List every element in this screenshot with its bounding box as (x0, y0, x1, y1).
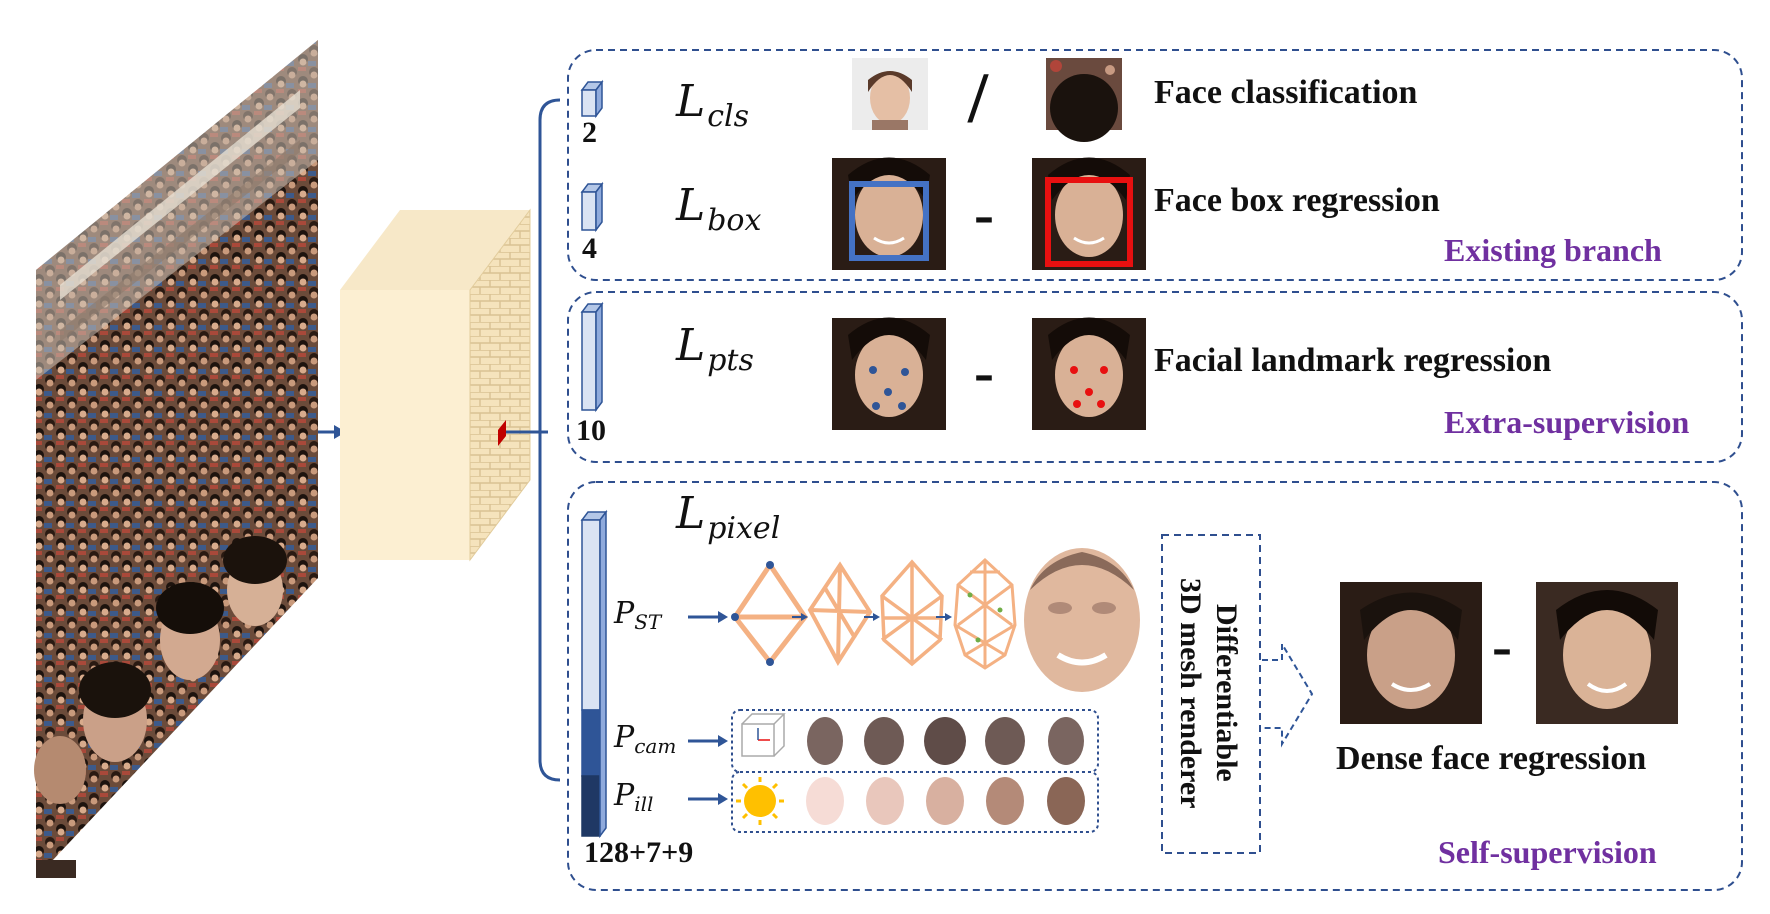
vector-bar-box (580, 181, 604, 233)
illumination-params-box (731, 771, 1099, 833)
arrow-mesh-1 (792, 613, 808, 621)
face-thumbnail-positive (852, 58, 928, 130)
param-cam: Pcam (614, 720, 677, 758)
vector-bar-pts (580, 301, 604, 413)
dim-cls: 2 (582, 116, 597, 149)
loss-cls: Lcls (676, 76, 750, 134)
heads-bracket (538, 98, 561, 782)
arrow-mesh-3 (936, 613, 952, 621)
param-st: PST (614, 596, 662, 634)
renderer-box (1161, 534, 1261, 854)
mesh-stage-3 (880, 559, 944, 667)
camera-axes-cube (741, 713, 786, 757)
extra-supervision-box (567, 291, 1743, 463)
arrow-pill (688, 793, 728, 805)
mesh-stage-4 (953, 557, 1017, 670)
renderer-line2: 3D mesh renderer (1174, 577, 1207, 809)
param-ill: Pill (614, 778, 654, 816)
task-dense-face-regression: Dense face regression (1336, 740, 1647, 777)
face-thumbnail-negative (1046, 58, 1122, 142)
dim-pts: 10 (576, 414, 606, 447)
dim-box: 4 (582, 232, 597, 265)
renderer-output-arrow (1262, 640, 1314, 748)
face-rendered-output (1340, 582, 1482, 724)
face-thumbnail-pts-gt (1032, 317, 1146, 430)
operator-minus-pts: - (974, 339, 994, 405)
renderer-line1: Differentiable (1210, 604, 1243, 782)
operator-minus-box: - (974, 181, 994, 247)
camera-params-box (731, 709, 1099, 773)
arrow-mesh-2 (864, 613, 880, 621)
arrow-pst (688, 611, 728, 623)
task-face-box-regression: Face box regression (1154, 182, 1440, 219)
sun-icon (736, 777, 784, 825)
label-self-supervision: Self-supervision (1438, 834, 1657, 870)
vector-bar-pixel (580, 509, 608, 839)
face-thumbnail-box-pred (832, 157, 946, 270)
loss-box: Lbox (676, 180, 762, 238)
mesh-stage-1 (731, 560, 809, 667)
operator-slash: / (968, 58, 989, 138)
lit-faces (806, 777, 1085, 825)
dim-pixel: 128+7+9 (584, 836, 694, 869)
vector-bar-cls (580, 79, 604, 119)
pose-heads (807, 717, 1084, 765)
loss-pixel: Lpixel (676, 488, 781, 546)
self-supervision-box (567, 481, 1743, 891)
loss-pts: Lpts (676, 320, 754, 378)
face-thumbnail-box-gt (1032, 157, 1146, 270)
operator-minus-dense: - (1492, 613, 1512, 679)
existing-branch-box (567, 49, 1743, 281)
mesh-stage-2 (807, 561, 873, 666)
face-thumbnail-pts-pred (832, 317, 946, 430)
label-extra-supervision: Extra-supervision (1444, 404, 1690, 440)
feature-map-cube (340, 208, 531, 562)
arrow-pcam (688, 735, 728, 747)
textured-face-mesh (1024, 548, 1140, 692)
task-face-classification: Face classification (1154, 74, 1418, 111)
label-existing-branch: Existing branch (1444, 232, 1662, 268)
face-input-crop (1536, 582, 1678, 724)
input-image (34, 40, 318, 878)
task-landmark-regression: Facial landmark regression (1154, 342, 1552, 379)
